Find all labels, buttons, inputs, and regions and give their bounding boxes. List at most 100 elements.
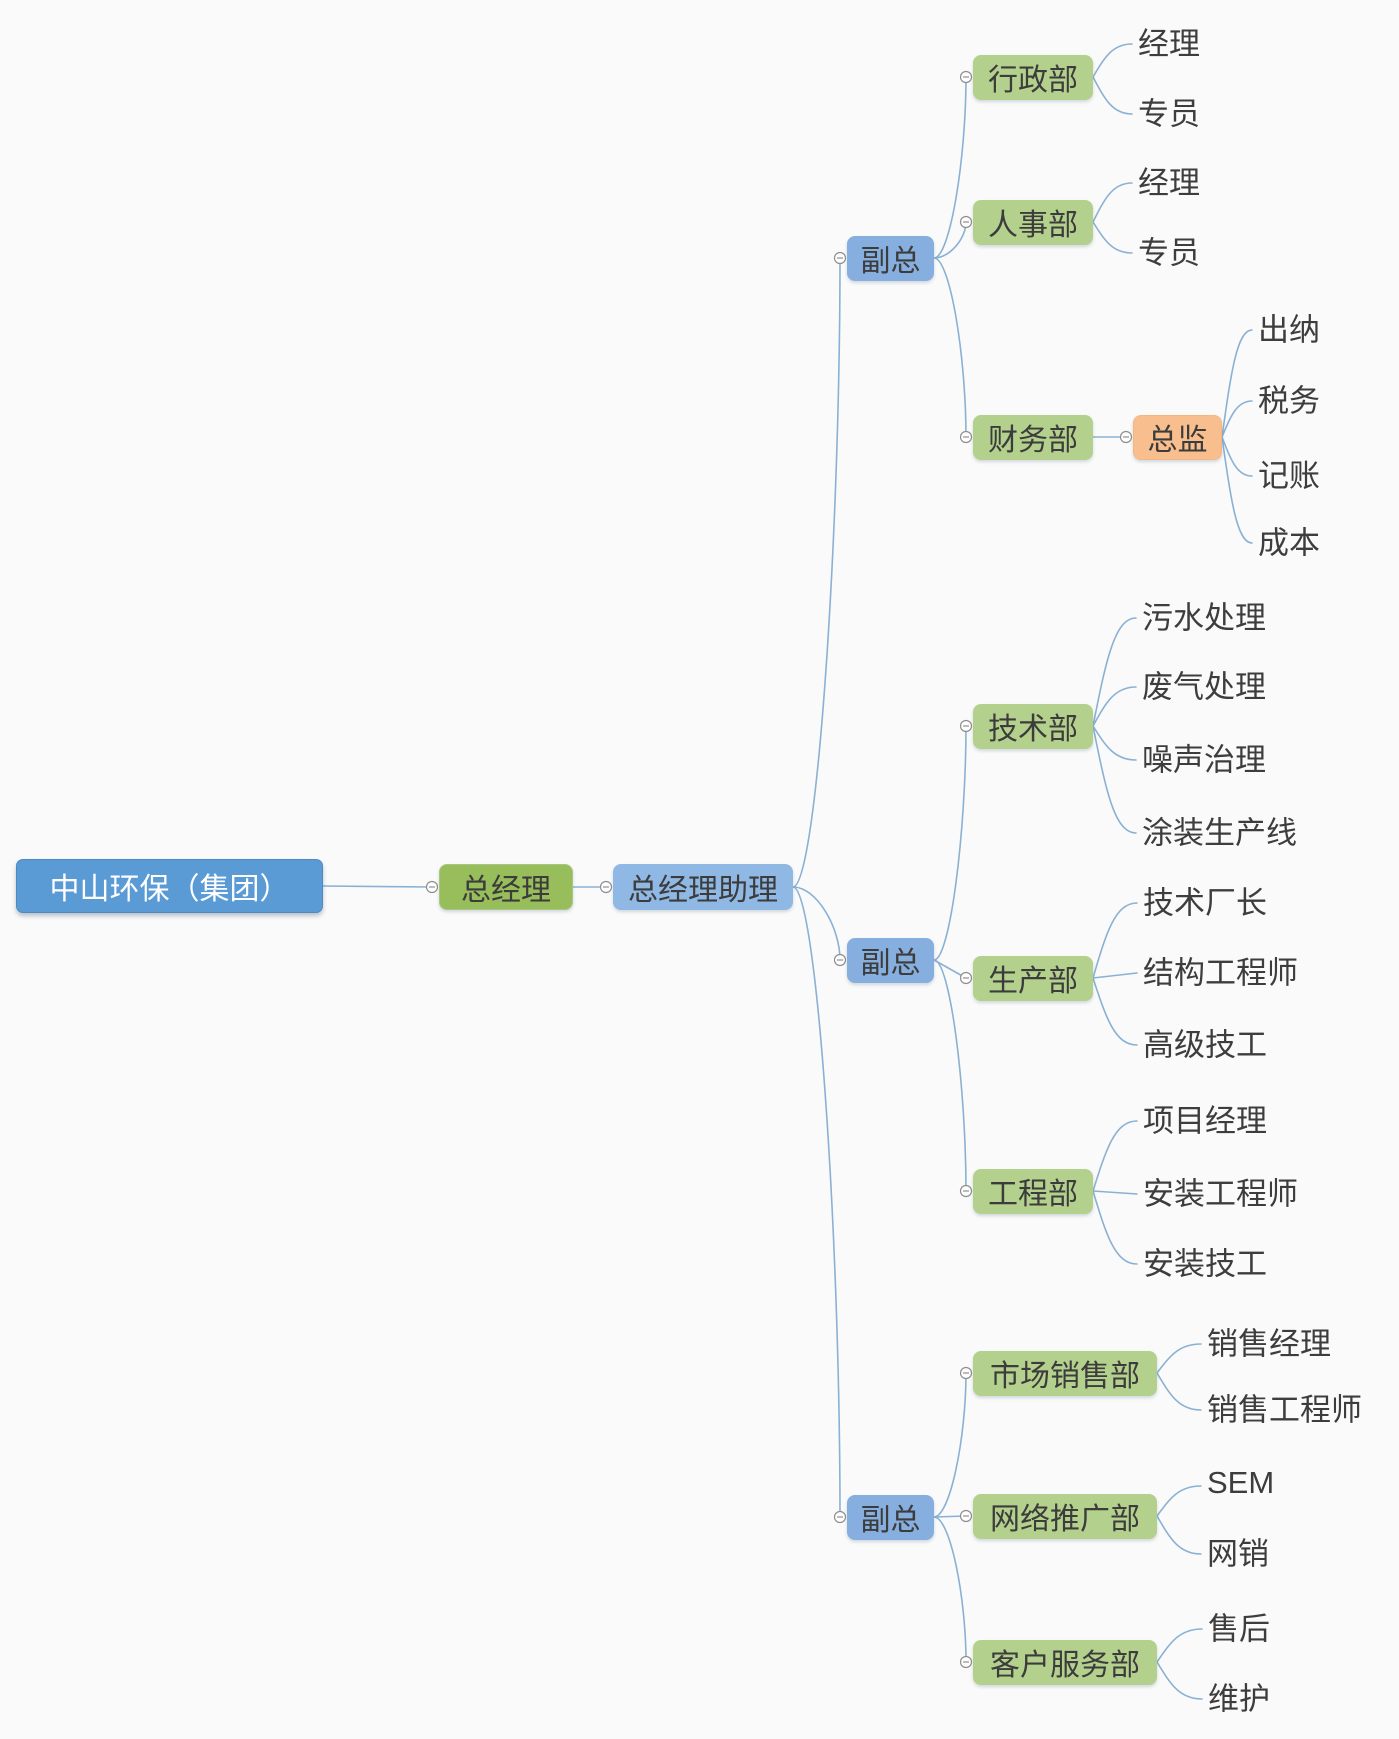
node-director[interactable]: 总监: [1133, 414, 1222, 460]
collapse-toggle-director[interactable]: [1119, 430, 1133, 444]
minus-icon[interactable]: [959, 1509, 973, 1523]
edge-prod-struct_eng: [1092, 972, 1138, 979]
node-sales[interactable]: 市场销售部: [973, 1350, 1157, 1396]
collapse-toggle-gma[interactable]: [599, 880, 613, 894]
node-cashier[interactable]: 出纳: [1258, 312, 1320, 348]
node-tax[interactable]: 税务: [1258, 383, 1320, 419]
minus-icon[interactable]: [959, 430, 973, 444]
edge-service-maintenance: [1156, 1661, 1203, 1700]
edge-hr-hr_mgr: [1092, 182, 1133, 223]
node-struct_eng[interactable]: 结构工程师: [1143, 955, 1298, 991]
node-tech_director[interactable]: 技术厂长: [1143, 885, 1267, 921]
edge-director-cashier: [1221, 329, 1253, 438]
node-install_eng[interactable]: 安装工程师: [1143, 1176, 1298, 1212]
edge-promo-online_sales: [1156, 1515, 1202, 1555]
node-cost[interactable]: 成本: [1258, 525, 1320, 561]
edge-admin-admin_spec: [1092, 76, 1133, 115]
node-vp1[interactable]: 副总: [847, 235, 934, 281]
node-eng[interactable]: 工程部: [973, 1168, 1093, 1214]
node-coating[interactable]: 涂装生产线: [1142, 815, 1297, 851]
minus-icon[interactable]: [1119, 430, 1133, 444]
edge-tech-noise: [1092, 725, 1137, 761]
collapse-toggle-prod[interactable]: [959, 971, 973, 985]
minus-icon[interactable]: [833, 251, 847, 265]
minus-icon[interactable]: [959, 215, 973, 229]
node-online_sales[interactable]: 网销: [1207, 1536, 1269, 1572]
node-hr_mgr[interactable]: 经理: [1138, 165, 1200, 201]
edge-tech-sewage: [1092, 617, 1137, 727]
edge-eng-install_eng: [1092, 1190, 1138, 1195]
node-promo[interactable]: 网络推广部: [973, 1493, 1157, 1539]
collapse-toggle-finance[interactable]: [959, 430, 973, 444]
edge-root-gm: [322, 885, 433, 888]
node-vp2[interactable]: 副总: [847, 937, 934, 983]
node-install_tech[interactable]: 安装技工: [1143, 1246, 1267, 1282]
node-after_sales[interactable]: 售后: [1208, 1611, 1270, 1647]
node-hr_spec[interactable]: 专员: [1138, 235, 1200, 271]
node-waste_gas[interactable]: 废气处理: [1142, 669, 1266, 705]
edge-eng-proj_mgr: [1092, 1120, 1138, 1192]
collapse-toggle-gm[interactable]: [425, 880, 439, 894]
minus-icon[interactable]: [959, 971, 973, 985]
minus-icon[interactable]: [599, 880, 613, 894]
collapse-toggle-promo[interactable]: [959, 1509, 973, 1523]
minus-icon[interactable]: [959, 1184, 973, 1198]
minus-icon[interactable]: [959, 719, 973, 733]
node-admin[interactable]: 行政部: [973, 54, 1093, 100]
node-gma[interactable]: 总经理助理: [613, 864, 793, 910]
node-vp3[interactable]: 副总: [847, 1494, 934, 1540]
edge-gma-vp1: [792, 257, 841, 888]
edge-vp1-finance: [933, 257, 967, 438]
collapse-toggle-hr[interactable]: [959, 215, 973, 229]
node-root[interactable]: 中山环保（集团）: [16, 859, 323, 913]
minus-icon[interactable]: [959, 1655, 973, 1669]
edge-vp1-admin: [933, 76, 967, 259]
edge-tech-waste_gas: [1092, 686, 1137, 727]
collapse-toggle-vp2[interactable]: [833, 953, 847, 967]
edge-admin-admin_mgr: [1092, 43, 1133, 78]
node-sewage[interactable]: 污水处理: [1142, 600, 1266, 636]
collapse-toggle-vp1[interactable]: [833, 251, 847, 265]
minus-icon[interactable]: [833, 1510, 847, 1524]
collapse-toggle-tech[interactable]: [959, 719, 973, 733]
node-gm[interactable]: 总经理: [439, 864, 573, 910]
node-sales_eng[interactable]: 销售工程师: [1207, 1392, 1362, 1428]
node-admin_spec[interactable]: 专员: [1138, 96, 1200, 132]
node-proj_mgr[interactable]: 项目经理: [1143, 1103, 1267, 1139]
edge-vp2-eng: [933, 959, 967, 1192]
collapse-toggle-vp3[interactable]: [833, 1510, 847, 1524]
collapse-toggle-sales[interactable]: [959, 1366, 973, 1380]
minus-icon[interactable]: [833, 953, 847, 967]
edge-vp3-service: [933, 1516, 967, 1663]
edge-service-after_sales: [1156, 1628, 1203, 1663]
node-senior_tech[interactable]: 高级技工: [1143, 1027, 1267, 1063]
collapse-toggle-service[interactable]: [959, 1655, 973, 1669]
node-admin_mgr[interactable]: 经理: [1138, 26, 1200, 62]
edge-vp3-promo: [933, 1515, 967, 1518]
edge-director-bookkeeping: [1221, 436, 1253, 477]
edge-director-cost: [1221, 436, 1253, 544]
node-finance[interactable]: 财务部: [973, 414, 1093, 460]
minus-icon[interactable]: [959, 1366, 973, 1380]
collapse-toggle-eng[interactable]: [959, 1184, 973, 1198]
edge-director-tax: [1221, 400, 1253, 438]
edge-hr-hr_spec: [1092, 221, 1133, 254]
node-noise[interactable]: 噪声治理: [1142, 742, 1266, 778]
node-sem[interactable]: SEM: [1207, 1465, 1275, 1500]
edge-gma-vp2: [792, 886, 841, 961]
edge-gma-vp3: [792, 886, 841, 1518]
node-prod[interactable]: 生产部: [973, 955, 1093, 1001]
node-service[interactable]: 客户服务部: [973, 1639, 1157, 1685]
collapse-toggle-admin[interactable]: [959, 70, 973, 84]
node-tech[interactable]: 技术部: [973, 703, 1093, 749]
minus-icon[interactable]: [959, 70, 973, 84]
node-sales_mgr[interactable]: 销售经理: [1207, 1326, 1331, 1362]
node-bookkeeping[interactable]: 记账: [1258, 458, 1320, 494]
edge-prod-tech_director: [1092, 902, 1138, 979]
edge-promo-sem: [1156, 1485, 1202, 1517]
edge-sales-sales_eng: [1156, 1372, 1202, 1411]
minus-icon[interactable]: [425, 880, 439, 894]
node-maintenance[interactable]: 维护: [1208, 1681, 1270, 1717]
node-hr[interactable]: 人事部: [973, 199, 1093, 245]
